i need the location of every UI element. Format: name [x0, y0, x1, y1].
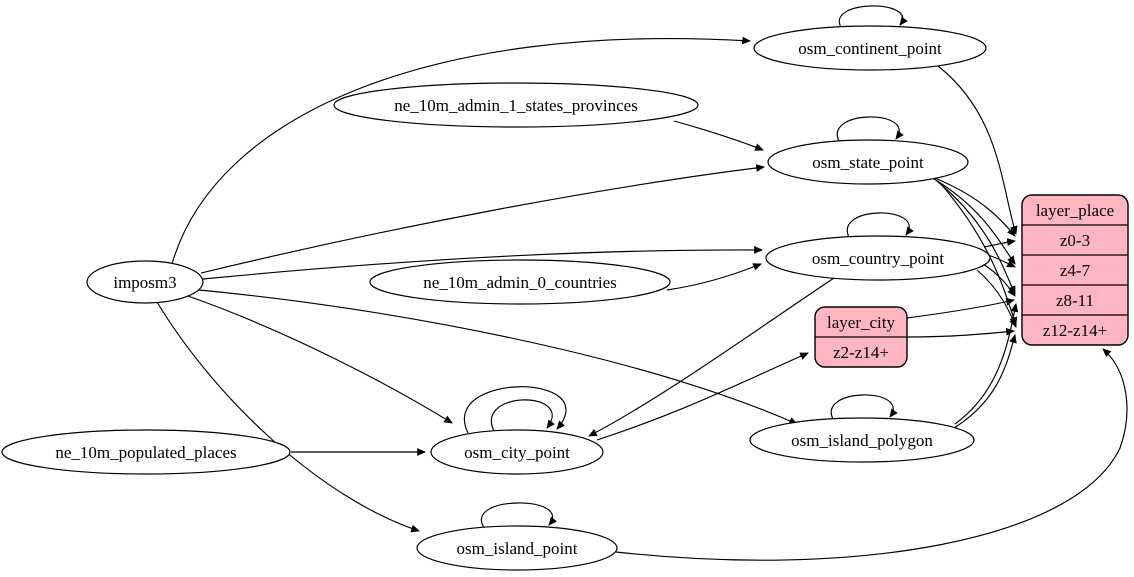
layer_place-row-label: z8-11 [1056, 291, 1094, 310]
node-osm_island_point: osm_island_point [416, 525, 618, 571]
osm_island_point-label: osm_island_point [457, 539, 578, 558]
ne_10m_admin_0_countries-label: ne_10m_admin_0_countries [423, 273, 617, 292]
osm_island_polygon-label: osm_island_polygon [791, 431, 933, 450]
edge-imposm3-to-osm_city_point [187, 295, 453, 424]
edge-imposm3-to-osm_continent_point [171, 36, 751, 265]
node-ne_10m_populated_places: ne_10m_populated_places [1, 429, 291, 475]
self-loop-osm_city_point-to-osm_city_point [490, 399, 555, 432]
edge-osm_country_point-to-layer_place-z4-7 [987, 254, 1016, 268]
node-osm_city_point: osm_city_point [430, 429, 604, 475]
edge-osm_island_point-to-layer_place-z12-z14+ [615, 348, 1128, 561]
edge-osm_country_point-to-layer_place-z12-z14+ [976, 269, 1017, 328]
layer_place-row-label: layer_place [1036, 201, 1114, 220]
ne_10m_admin_0_countries-ellipse [369, 259, 671, 305]
edge-osm_city_point-to-layer_city-z2-z14+ [596, 352, 809, 441]
ne_10m_admin_1_states_provinces-label: ne_10m_admin_1_states_provinces [394, 96, 638, 115]
ne_10m_populated_places-label: ne_10m_populated_places [55, 443, 236, 462]
edge-imposm3-to-osm_country_point [202, 246, 763, 280]
edge-osm_state_point-to-layer_place-z8-11 [936, 180, 1016, 295]
edge-ne_10m_admin_0_countries-to-osm_country_point [666, 263, 762, 291]
osm_country_point-label: osm_country_point [812, 249, 944, 268]
edge-imposm3-to-osm_island_point [156, 301, 420, 533]
edge-layer_city-to-layer_place-z8-11 [906, 297, 1015, 319]
imposm3-label: imposm3 [113, 273, 176, 292]
osm_state_point-label: osm_state_point [812, 153, 924, 172]
edge-osm_state_point-to-layer_place-z4-7 [933, 178, 1016, 265]
node-osm_continent_point: osm_continent_point [753, 25, 987, 71]
self-loop-osm_island_point-to-osm_island_point [481, 502, 558, 530]
edge-osm_island_polygon-to-layer_place-z8-11 [954, 303, 1019, 425]
layer_place-row-label: z4-7 [1060, 261, 1091, 280]
layer_city-row-label: layer_city [827, 313, 895, 332]
layer_place-row-label: z12-z14+ [1043, 321, 1107, 340]
layer_city-row-label: z2-z14+ [833, 343, 889, 362]
self-loop-osm_state_point-to-osm_state_point [836, 116, 904, 144]
edge-imposm3-to-osm_island_polygon [198, 289, 798, 425]
self-loop-osm_continent_point-to-osm_continent_point [838, 5, 908, 30]
edge-osm_state_point-to-layer_place-z12-z14+ [939, 182, 1018, 326]
layer_place-record [1021, 194, 1129, 346]
edge-osm_state_point-to-layer_place-z0-3 [929, 175, 1016, 237]
self-loop-osm_country_point-to-osm_country_point [846, 212, 914, 240]
node-ne_10m_admin_0_countries: ne_10m_admin_0_countries [369, 259, 671, 305]
osm_city_point-ellipse [430, 429, 604, 475]
osm_island_polygon-ellipse [749, 417, 975, 463]
node-osm_country_point: osm_country_point [765, 235, 991, 281]
ne_10m_populated_places-ellipse [1, 429, 291, 475]
osm_country_point-ellipse [765, 235, 991, 281]
edge-ne_10m_admin_1_states_provinces-to-osm_state_point [673, 120, 764, 151]
edge-layer_city-to-layer_place-z12-z14+ [906, 327, 1015, 338]
osm_city_point-label: osm_city_point [464, 443, 570, 462]
node-layer_city: layer_city z2-z14+ [814, 306, 908, 368]
osm_continent_point-label: osm_continent_point [798, 39, 942, 58]
self-loop-osm_island_polygon-to-osm_island_polygon [830, 394, 898, 422]
edge-osm_country_point-to-layer_place-z0-3 [983, 238, 1016, 248]
osm_island_point-ellipse [416, 525, 618, 571]
node-osm_state_point: osm_state_point [767, 139, 969, 185]
edge-osm_country_point-to-osm_city_point [588, 277, 835, 437]
self-loop-osm_city_point-to-osm_city_point [464, 386, 567, 434]
node-osm_island_polygon: osm_island_polygon [749, 417, 975, 463]
layer_place-row-label: z0-3 [1060, 231, 1090, 250]
imposm3-ellipse [86, 260, 204, 304]
edge-osm_country_point-to-layer_place-z8-11 [982, 263, 1016, 297]
edge-imposm3-to-osm_state_point [200, 164, 765, 274]
edge-osm_continent_point-to-layer_place-z0-3 [937, 65, 1018, 235]
node-layer_place: layer_place z0-3 z4-7 z8-11 z12-z14+ [1021, 194, 1129, 346]
osm_state_point-ellipse [767, 139, 969, 185]
osm_continent_point-ellipse [753, 25, 987, 71]
node-imposm3: imposm3 [86, 260, 204, 304]
ne_10m_admin_1_states_provinces-ellipse [333, 82, 699, 128]
edge-osm_island_polygon-to-layer_place-z12-z14+ [948, 334, 1017, 432]
node-ne_10m_admin_1_states_provinces: ne_10m_admin_1_states_provinces [333, 82, 699, 128]
